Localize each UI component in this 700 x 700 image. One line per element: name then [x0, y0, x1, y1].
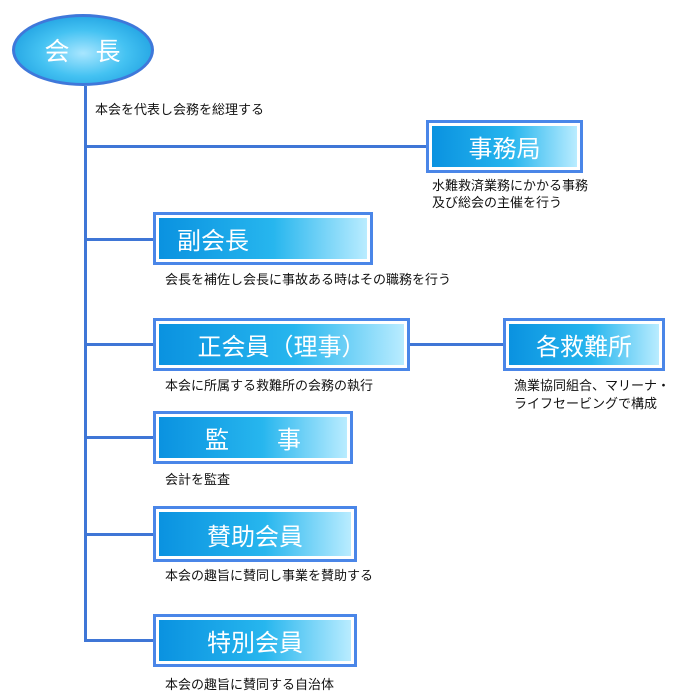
connector-auditor [84, 436, 156, 439]
chairman-node: 会 長 [12, 14, 154, 86]
connector-rescue-stations [408, 343, 506, 346]
supporting-member-title: 賛助会員 [159, 512, 351, 556]
connector-special-member [84, 639, 156, 642]
connector-regular-member [84, 343, 156, 346]
special-member-desc: 本会の趣旨に賛同する自治体 [165, 678, 335, 693]
supporting-member-node: 賛助会員 [153, 506, 357, 562]
secretariat-desc-line-1: 水難救済業務にかかる事務 [432, 179, 589, 194]
regular-member-desc: 本会に所属する救難所の会務の執行 [165, 379, 374, 394]
vice-chairman-desc: 会長を補佐し会長に事故ある時はその職務を行う [165, 273, 452, 288]
vice-chairman-title: 副会長 [159, 218, 367, 259]
auditor-desc: 会計を監査 [165, 473, 231, 488]
rescue-stations-title: 各救難所 [509, 324, 659, 365]
rescue-stations-desc-line-2: ライフセービングで構成 [514, 397, 658, 412]
secretariat-node: 事務局 [426, 120, 583, 173]
special-member-node: 特別会員 [153, 614, 357, 667]
special-member-title: 特別会員 [159, 620, 351, 661]
rescue-stations-desc-line-1: 漁業協同組合、マリーナ・ [514, 379, 671, 394]
vice-chairman-node: 副会長 [153, 212, 373, 265]
regular-member-node: 正会員（理事） [153, 318, 410, 371]
trunk-line [84, 86, 87, 642]
supporting-member-desc: 本会の趣旨に賛同し事業を賛助する [165, 569, 374, 584]
auditor-title: 監 事 [159, 417, 347, 458]
regular-member-title: 正会員（理事） [159, 324, 404, 365]
auditor-node: 監 事 [153, 411, 353, 464]
connector-vice-chairman [84, 238, 156, 241]
connector-supporting-member [84, 533, 156, 536]
secretariat-title: 事務局 [432, 126, 577, 167]
rescue-stations-node: 各救難所 [503, 318, 665, 371]
chairman-title: 会 長 [44, 37, 130, 66]
chairman-desc: 本会を代表し会務を総理する [95, 103, 265, 118]
secretariat-desc-line-2: 及び総会の主催を行う [432, 196, 563, 211]
connector-secretariat [84, 145, 428, 148]
